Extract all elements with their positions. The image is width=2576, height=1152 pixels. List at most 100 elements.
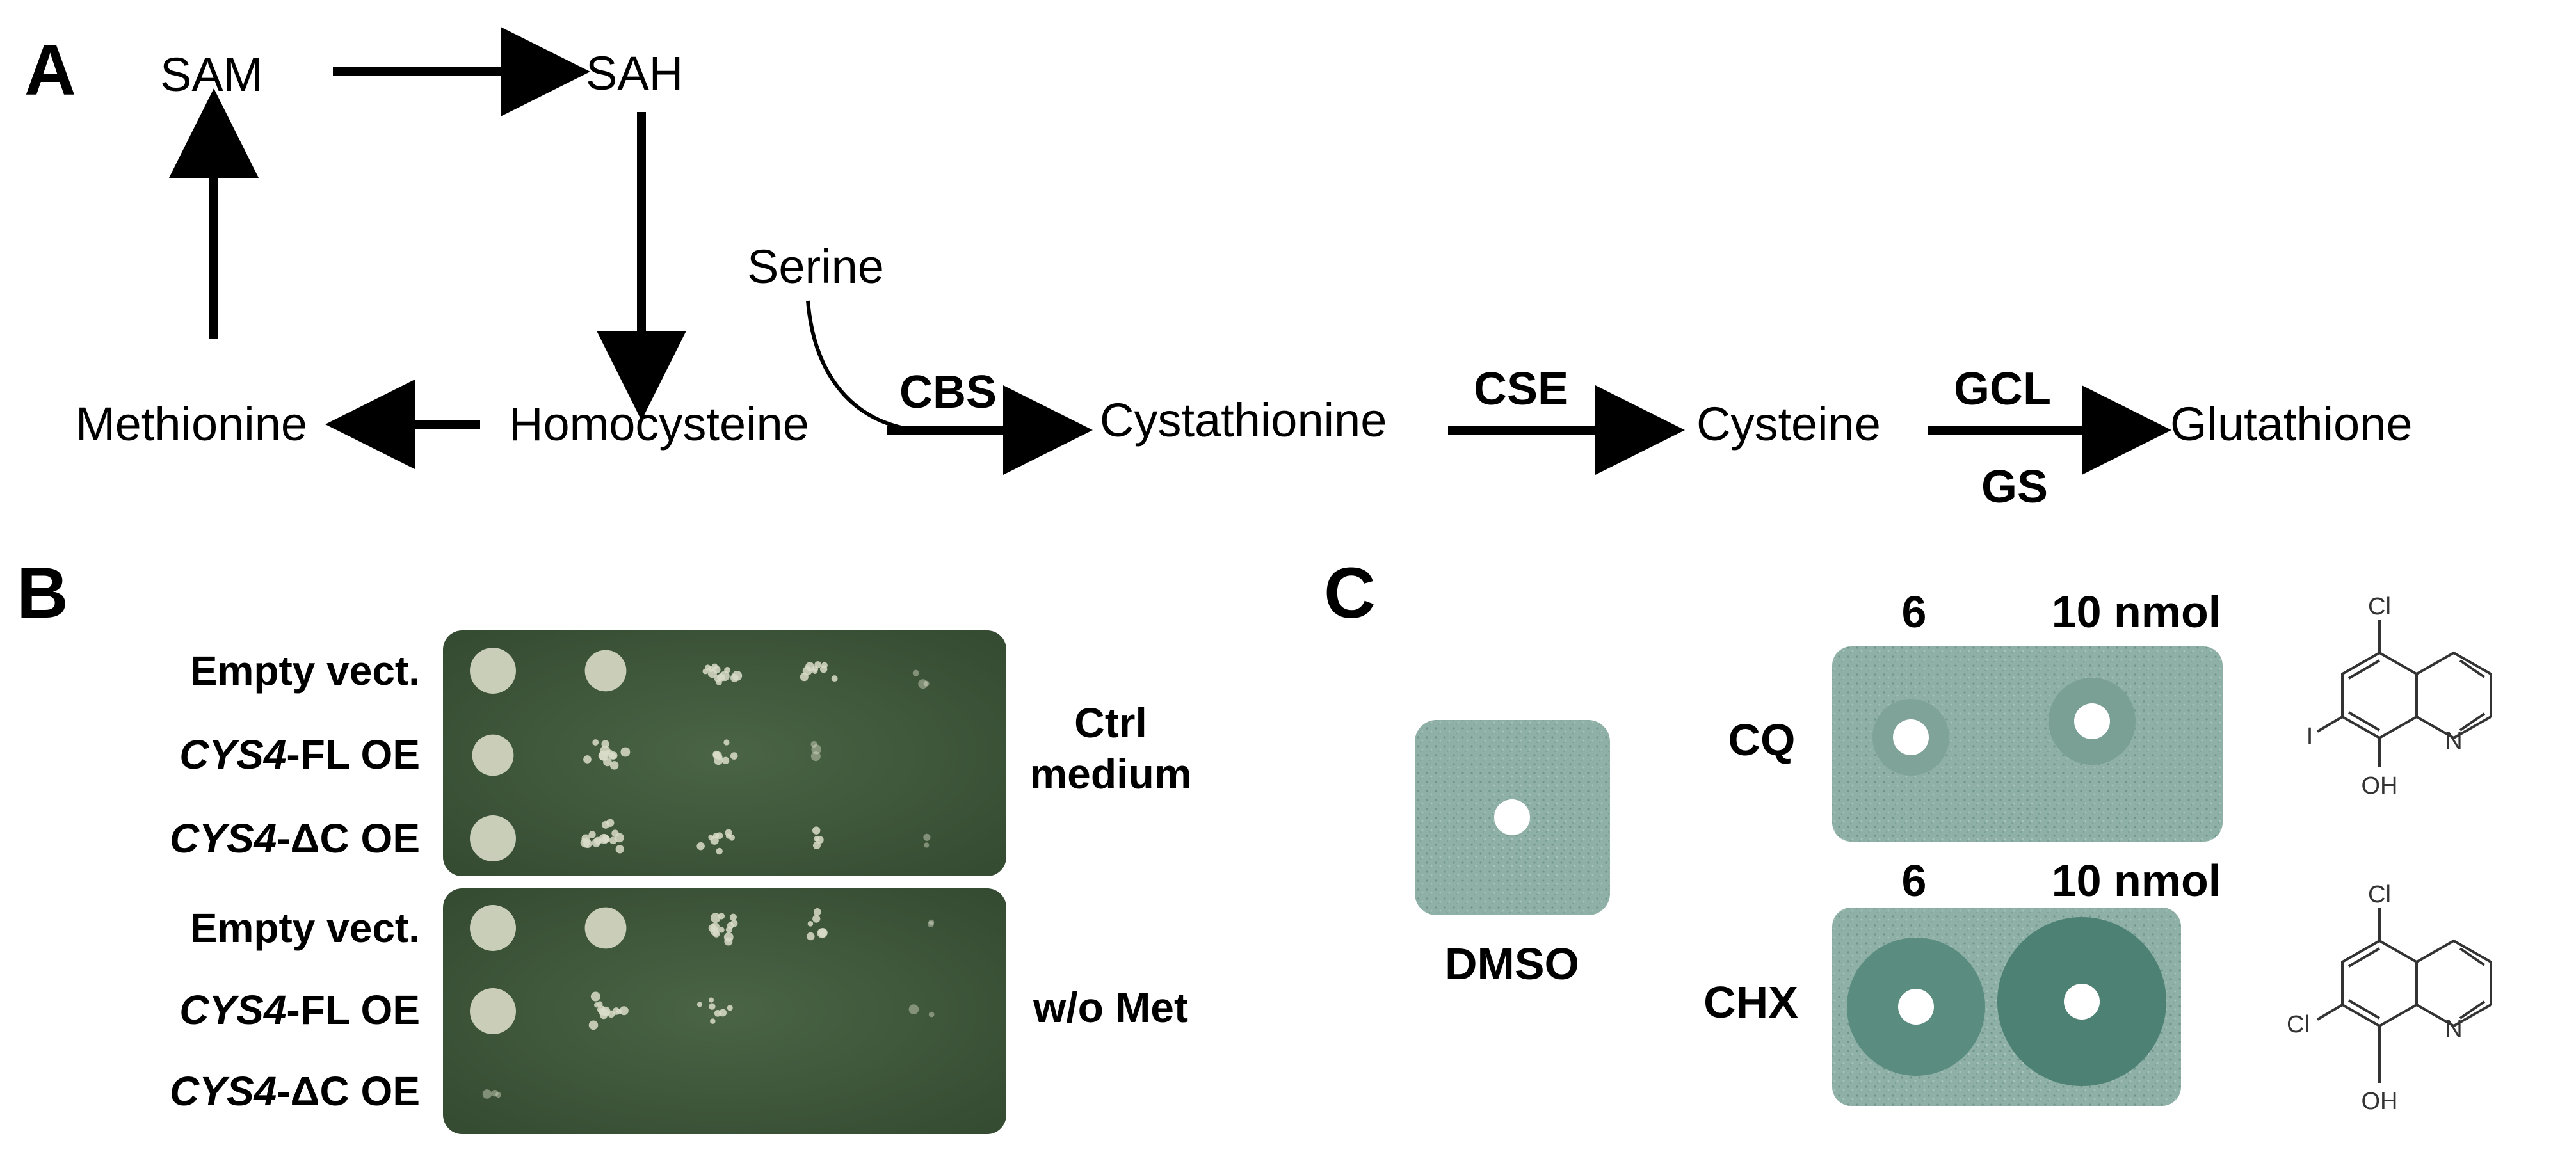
dose-left-chx: 6 xyxy=(1902,856,1927,906)
colony-spot xyxy=(727,1005,733,1011)
label-sah: SAH xyxy=(586,47,683,100)
enzyme-cbs: CBS xyxy=(899,367,997,418)
colony-spot xyxy=(602,820,610,829)
colony-spot xyxy=(615,833,624,843)
colony-spot xyxy=(711,922,720,932)
colony-spot xyxy=(812,668,818,674)
colony-spot xyxy=(592,838,601,847)
atom-cq-side: I xyxy=(2306,723,2314,750)
colony-spot xyxy=(604,749,610,756)
colony-spot xyxy=(923,680,930,687)
label-serine: Serine xyxy=(747,240,884,293)
label-cystathionine: Cystathionine xyxy=(1100,394,1387,447)
dose-left-cq: 6 xyxy=(1902,587,1927,637)
spot-colonies xyxy=(470,648,935,1099)
colony-spot xyxy=(600,1006,611,1016)
panel-c: C DMSO 6 10 nmol 6 10 nmol CQ CHX xyxy=(1324,553,2492,1115)
dose-right-chx: 10 nmol xyxy=(2052,856,2221,906)
colony-spot xyxy=(716,832,723,840)
colony-spot xyxy=(814,836,819,842)
label-homocysteine: Homocysteine xyxy=(509,397,809,451)
colony-spot xyxy=(721,756,730,764)
colony-spot xyxy=(928,1011,935,1018)
colony-spot xyxy=(732,671,743,681)
colony-spot xyxy=(717,673,725,682)
atom-chx-oh: OH xyxy=(2362,1088,2398,1115)
colony-spot xyxy=(470,815,516,861)
colony-spot xyxy=(470,648,516,694)
label-methionine: Methionine xyxy=(76,397,307,451)
colony-spot xyxy=(908,1004,919,1014)
atom-cq-n: N xyxy=(2445,728,2462,755)
atom-chx-side: Cl xyxy=(2287,1011,2310,1038)
colony-spot xyxy=(807,932,815,941)
label-chx: CHX xyxy=(1703,977,1798,1027)
row-label-cys4-dc-ctrl: CYS4-ΔC OE xyxy=(170,815,420,861)
colony-spot xyxy=(813,908,821,916)
colony-spot xyxy=(482,1089,492,1099)
colony-spot xyxy=(583,755,592,764)
atom-chx-n: N xyxy=(2445,1016,2462,1043)
row-label-cys4-fl-ctrl: CYS4-FL OE xyxy=(179,732,420,778)
colony-spot xyxy=(912,669,919,676)
colony-spot xyxy=(495,1092,501,1098)
disc-chx-10 xyxy=(2064,984,2100,1020)
colony-spot xyxy=(719,1009,727,1017)
colony-spot xyxy=(812,915,821,923)
colony-spot xyxy=(810,740,817,748)
enzyme-gcl: GCL xyxy=(1954,364,2051,415)
colony-spot xyxy=(620,747,631,757)
colony-spot xyxy=(923,833,931,841)
colony-spot xyxy=(707,666,714,672)
atom-cq-top: Cl xyxy=(2368,593,2391,620)
structure-cq xyxy=(2316,620,2492,767)
enzyme-gs: GS xyxy=(1981,461,2048,513)
dose-right-cq: 10 nmol xyxy=(2052,587,2221,637)
colony-spot xyxy=(599,833,609,844)
arrow-serine-joins xyxy=(806,300,916,432)
disc-dmso xyxy=(1494,799,1530,835)
disc-cq-10 xyxy=(2074,703,2110,739)
row-label-empty-vector-ctrl: Empty vect. xyxy=(190,648,420,694)
colony-spot xyxy=(590,991,600,1002)
colony-spot xyxy=(718,927,725,933)
colony-spot xyxy=(470,988,516,1034)
row-label-cys4-dc-nomet: CYS4-ΔC OE xyxy=(170,1068,420,1114)
colony-spot xyxy=(729,913,737,921)
colony-spot xyxy=(583,839,592,849)
colony-spot xyxy=(716,847,723,855)
colony-spot xyxy=(710,836,719,845)
colony-spot xyxy=(927,920,934,927)
colony-spot xyxy=(718,913,725,920)
colony-spot xyxy=(712,931,720,938)
disc-chx-6 xyxy=(1898,989,1934,1025)
label-cysteine: Cysteine xyxy=(1696,397,1881,451)
colony-spot xyxy=(727,922,734,929)
panel-letter-c: C xyxy=(1324,553,1376,633)
colony-spot xyxy=(724,937,733,946)
colony-spot xyxy=(470,905,516,951)
colony-spot xyxy=(730,752,738,760)
label-cq: CQ xyxy=(1728,715,1796,765)
colony-spot xyxy=(609,761,619,770)
panel-letter-b: B xyxy=(17,553,68,633)
colony-spot xyxy=(817,928,827,938)
condition-label-ctrl-line2: medium xyxy=(1029,750,1191,797)
colony-spot xyxy=(802,666,812,676)
colony-spot xyxy=(609,836,617,845)
colony-spot xyxy=(924,842,930,848)
colony-spot xyxy=(807,920,814,927)
colony-spot xyxy=(588,1020,599,1030)
label-glutathione: Glutathione xyxy=(2170,397,2413,451)
colony-spot xyxy=(491,1089,499,1097)
row-label-empty-vector-nomet: Empty vect. xyxy=(190,905,420,951)
colony-spot xyxy=(831,675,838,682)
row-label-cys4-fl-nomet: CYS4-FL OE xyxy=(179,987,420,1033)
condition-label-no-met: w/o Met xyxy=(1033,984,1188,1031)
colony-spot xyxy=(710,1018,716,1024)
colony-spot xyxy=(597,1001,603,1007)
colony-spot xyxy=(928,919,935,925)
label-dmso: DMSO xyxy=(1445,939,1579,989)
colony-spot xyxy=(723,739,730,746)
